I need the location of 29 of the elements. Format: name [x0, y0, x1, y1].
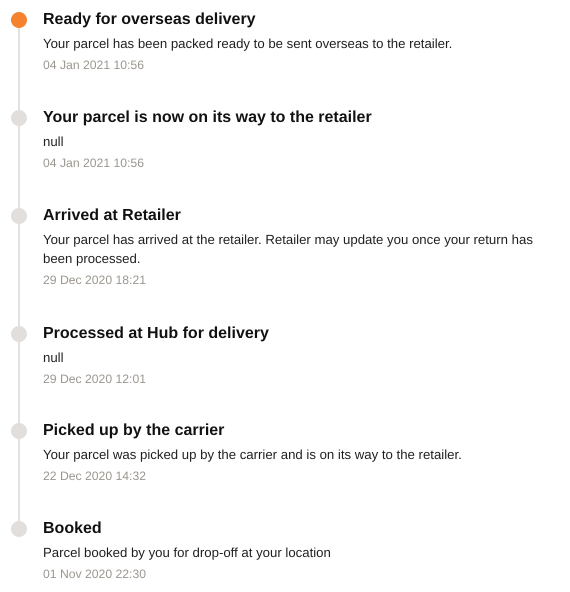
status-title: Booked: [43, 519, 102, 539]
timestamp: 22 Dec 2020 14:32: [43, 468, 146, 484]
status-title: Picked up by the carrier: [43, 421, 224, 441]
status-title: Ready for overseas delivery: [43, 10, 256, 30]
status-description: Your parcel was picked up by the carrier and is on its way to the retailer.: [43, 446, 462, 464]
timestamp: 04 Jan 2021 10:56: [43, 155, 144, 171]
timestamp: 29 Dec 2020 18:21: [43, 272, 146, 288]
status-description: null: [43, 349, 64, 367]
status-description: Your parcel has arrived at the retailer. Retailer may update you once your return has been processed.: [43, 231, 534, 268]
status-title: Arrived at Retailer: [43, 206, 181, 226]
status-description: Parcel booked by you for drop-off at your location: [43, 544, 331, 562]
timeline-dot: [11, 521, 27, 537]
status-description: Your parcel has been packed ready to be sent overseas to the retailer.: [43, 35, 452, 53]
timeline-line: [18, 126, 20, 208]
timeline-line: [18, 439, 20, 521]
timeline-line: [18, 28, 20, 110]
timeline-line: [18, 224, 20, 326]
timeline-dot: [11, 110, 27, 126]
timestamp: 29 Dec 2020 12:01: [43, 371, 146, 387]
status-description: null: [43, 133, 64, 151]
timeline-dot: [11, 12, 27, 28]
timeline-dot: [11, 423, 27, 439]
status-title: Processed at Hub for delivery: [43, 324, 269, 344]
status-title: Your parcel is now on its way to the retailer: [43, 108, 372, 128]
timestamp: 04 Jan 2021 10:56: [43, 57, 144, 73]
timeline-dot: [11, 326, 27, 342]
timeline-dot: [11, 208, 27, 224]
timestamp: 01 Nov 2020 22:30: [43, 566, 146, 582]
timeline-line: [18, 342, 20, 423]
